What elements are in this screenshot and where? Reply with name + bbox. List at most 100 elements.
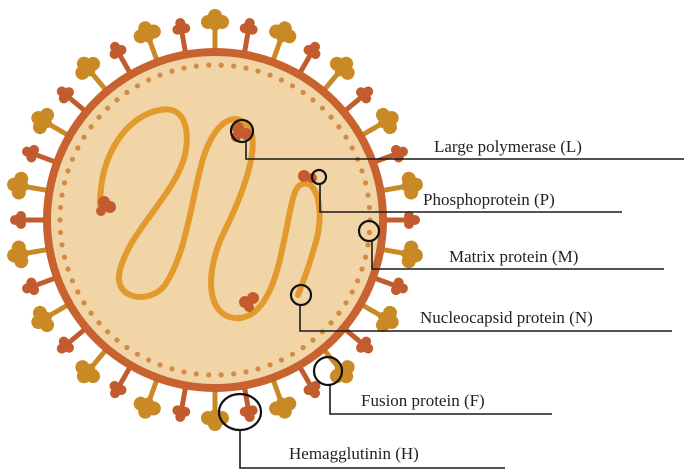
matrix-dot xyxy=(349,289,355,295)
leader-hemagglutinin xyxy=(239,430,505,469)
matrix-dot xyxy=(365,192,371,198)
matrix-dot xyxy=(218,62,224,68)
matrix-dot xyxy=(134,351,141,357)
leader-large-polymerase xyxy=(245,141,684,160)
matrix-dot xyxy=(69,156,75,162)
matrix-dot xyxy=(278,77,284,83)
terminal-cluster-left xyxy=(96,196,116,216)
fusion-spike xyxy=(239,385,258,422)
matrix-dot xyxy=(88,310,94,316)
matrix-dot xyxy=(105,329,111,335)
envelope-spikes xyxy=(7,9,423,431)
matrix-dot xyxy=(96,320,102,326)
matrix-dot xyxy=(57,217,63,223)
matrix-dot xyxy=(57,229,64,236)
matrix-dot xyxy=(96,114,102,120)
matrix-dot xyxy=(65,266,71,272)
matrix-dot xyxy=(69,278,75,284)
matrix-dot xyxy=(300,89,306,95)
matrix-dot xyxy=(134,83,141,89)
matrix-dot xyxy=(57,204,64,211)
matrix-dot xyxy=(255,366,261,372)
matrix-dot xyxy=(124,89,130,95)
matrix-dot xyxy=(267,72,273,78)
polymerase-cluster-lower xyxy=(239,292,259,312)
matrix-dot xyxy=(300,345,306,351)
fusion-spike xyxy=(56,326,88,354)
hemagglutinin-spike xyxy=(201,388,229,431)
fusion-spike xyxy=(372,275,408,296)
matrix-dot xyxy=(255,68,261,74)
matrix-dot xyxy=(181,65,187,71)
matrix-dot xyxy=(75,145,81,151)
matrix-dot xyxy=(75,289,81,295)
leader-matrix xyxy=(371,241,664,270)
matrix-dot xyxy=(336,124,342,130)
matrix-dot xyxy=(157,72,163,78)
hemagglutinin-spike xyxy=(269,21,297,63)
callout-fusion xyxy=(312,355,344,387)
matrix-dot xyxy=(343,134,349,140)
hemagglutinin-spike xyxy=(201,9,229,52)
hemagglutinin-spike xyxy=(359,301,399,333)
fusion-spike xyxy=(109,41,134,76)
fusion-spike xyxy=(109,364,134,399)
hemagglutinin-spike xyxy=(31,107,71,139)
matrix-dot xyxy=(146,77,152,83)
hemagglutinin-spike xyxy=(31,301,71,333)
matrix-dot xyxy=(218,372,224,378)
label-large-polymerase: Large polymerase (L) xyxy=(434,137,582,156)
matrix-dot xyxy=(59,242,65,248)
matrix-dot xyxy=(231,63,237,69)
fusion-spike xyxy=(172,385,191,422)
matrix-dot xyxy=(193,371,199,377)
matrix-dot xyxy=(169,366,175,372)
matrix-dot xyxy=(319,105,325,111)
matrix-dot xyxy=(289,351,296,357)
hemagglutinin-spike xyxy=(269,377,297,419)
matrix-dot xyxy=(267,362,273,368)
matrix-dot xyxy=(169,68,175,74)
leader-nucleocapsid xyxy=(299,305,672,332)
fusion-spike xyxy=(342,86,374,114)
matrix-dot xyxy=(328,320,334,326)
matrix-dot xyxy=(81,134,87,140)
label-phosphoprotein: Phosphoprotein (P) xyxy=(423,190,555,209)
matrix-dot xyxy=(289,83,296,89)
matrix-dot xyxy=(81,300,87,306)
matrix-dot xyxy=(206,62,212,68)
matrix-dot xyxy=(343,300,349,306)
label-fusion: Fusion protein (F) xyxy=(361,391,485,410)
hemagglutinin-spike xyxy=(75,347,109,384)
leader-fusion xyxy=(329,385,552,415)
fusion-spike xyxy=(10,211,47,229)
matrix-dot xyxy=(365,242,371,248)
fusion-spike xyxy=(172,18,191,55)
matrix-dot xyxy=(105,105,111,111)
hemagglutinin-spike xyxy=(7,171,50,200)
hemagglutinin-spike xyxy=(380,240,423,269)
matrix-dot xyxy=(366,229,373,236)
fusion-spike xyxy=(296,364,321,399)
label-nucleocapsid: Nucleocapsid protein (N) xyxy=(420,308,593,327)
matrix-dot xyxy=(157,362,163,368)
matrix-dot xyxy=(359,266,365,272)
matrix-dot xyxy=(181,369,187,375)
matrix-dot xyxy=(355,278,361,284)
matrix-dot xyxy=(310,97,316,103)
matrix-dot xyxy=(65,168,71,174)
virus-interior xyxy=(51,56,379,384)
matrix-dot xyxy=(366,204,373,211)
hemagglutinin-spike xyxy=(75,56,109,93)
matrix-dot xyxy=(243,369,249,375)
fusion-spike xyxy=(22,144,58,165)
hemagglutinin-spike xyxy=(380,171,423,200)
matrix-dot xyxy=(206,372,212,378)
fusion-spike xyxy=(56,86,88,114)
leader-phosphoprotein xyxy=(319,184,622,213)
hemagglutinin-spike xyxy=(133,21,161,63)
matrix-dot xyxy=(61,180,68,186)
matrix-dot xyxy=(231,371,237,377)
fusion-spike xyxy=(22,275,58,296)
